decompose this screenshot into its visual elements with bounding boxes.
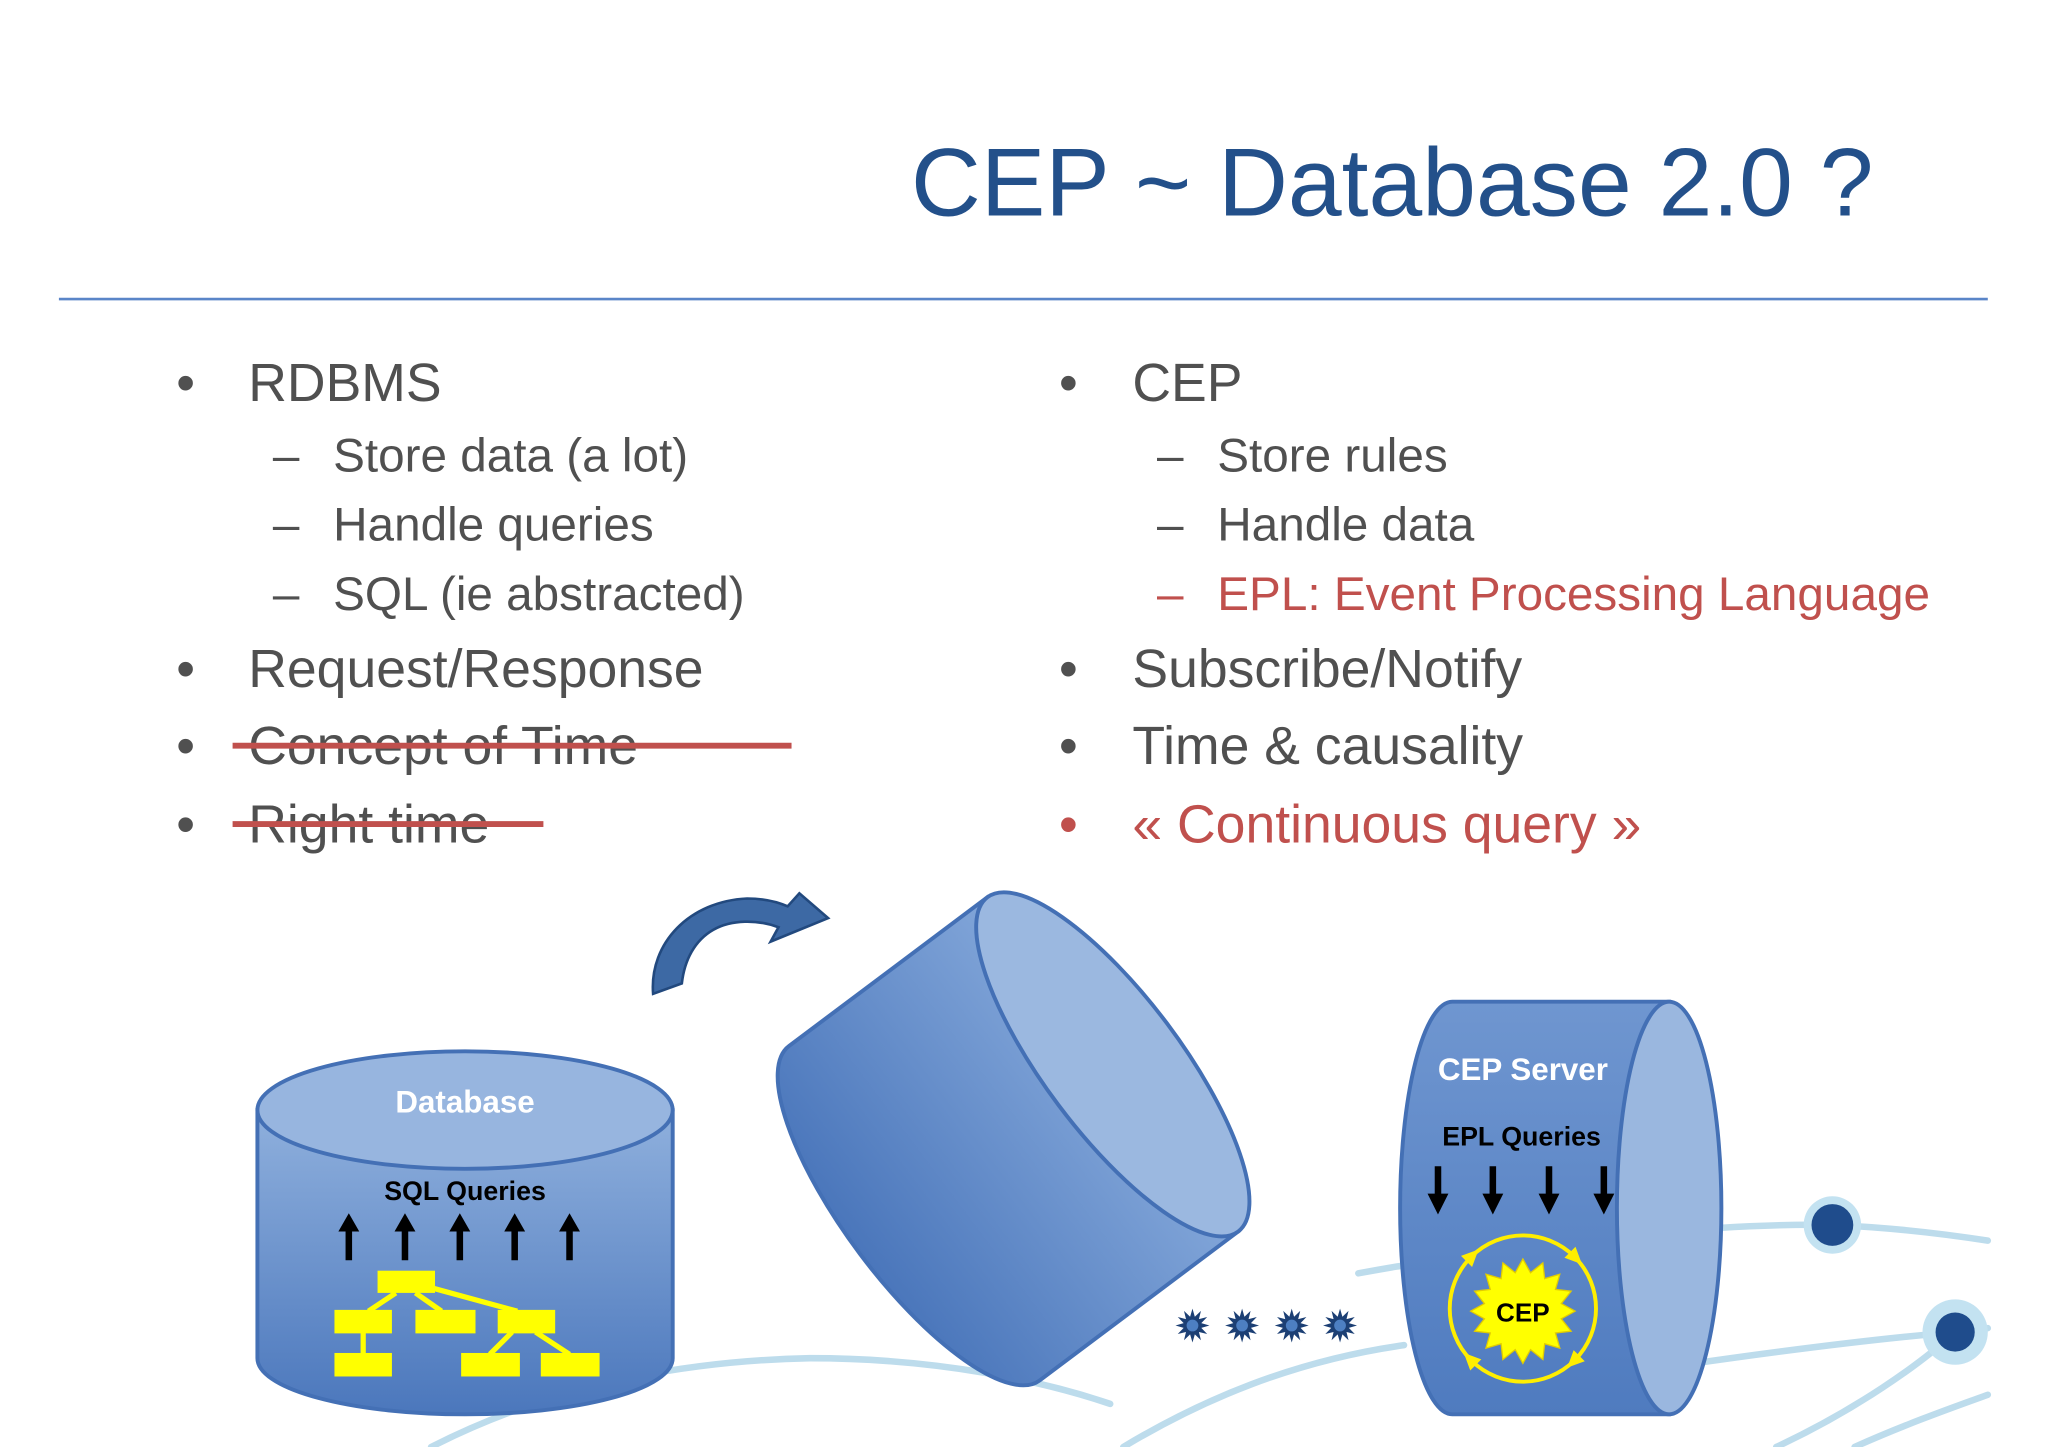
event-burst-icon [1323, 1308, 1358, 1343]
sub-bullet-marker: – [1157, 568, 1184, 621]
bullet-marker: • [176, 717, 195, 776]
bullet-item: • CEP [1059, 354, 1242, 413]
cep-server-label: CEP Server [1438, 1052, 1608, 1087]
sub-bullet-text: Handle queries [333, 499, 654, 552]
sub-bullet-item: – Store rules [1157, 429, 1448, 482]
left-bullet-list: • RDBMS – Store data (a lot) – Handle qu… [176, 354, 792, 854]
network-node-icon [1922, 1299, 1988, 1365]
network-line [1851, 1391, 1992, 1447]
tree-node [497, 1309, 556, 1334]
network-node-icon [1803, 1196, 1862, 1254]
bullet-marker: • [176, 795, 195, 854]
bullet-marker: • [1059, 717, 1078, 776]
sub-bullet-item: – Handle data [1157, 499, 1475, 552]
tree-link [413, 1290, 444, 1314]
sql-queries-label: SQL Queries [384, 1176, 546, 1206]
event-stream [1175, 1308, 1358, 1343]
bullet-text: Time & causality [1132, 717, 1523, 776]
tilted-cylinder-cap [974, 890, 1252, 1239]
sub-bullet-item: – Store data (a lot) [273, 429, 688, 482]
tree-node [334, 1309, 392, 1334]
right-bullet-list: • CEP – Store rules – Handle data – EPL:… [1059, 354, 1930, 854]
sub-bullet-text: EPL: Event Processing Language [1217, 568, 1930, 621]
slide-header: CEP ~ Database 2.0 ? [58, 129, 1988, 301]
bullet-item: • Subscribe/Notify [1059, 640, 1522, 699]
event-burst-icon [1175, 1308, 1210, 1343]
tree-node [540, 1352, 600, 1377]
tilted-cylinder [775, 890, 1252, 1388]
network-node-dot [1935, 1312, 1975, 1352]
sub-bullet-marker: – [273, 429, 300, 482]
cep-server-cylinder: CEP Server EPL Queries CEP [1398, 999, 1724, 1417]
database-cylinder-top [255, 1049, 675, 1171]
sub-bullet-item: – Handle queries [273, 499, 654, 552]
cep-cycle-ring [1447, 1233, 1598, 1384]
sub-bullet-text: Handle data [1217, 499, 1475, 552]
event-burst-icon [1274, 1308, 1309, 1343]
event-burst-icon [1225, 1308, 1260, 1343]
bullet-marker: • [176, 354, 195, 413]
bullet-text: « Continuous query » [1132, 795, 1641, 854]
sub-bullet-text: Store data (a lot) [333, 429, 688, 482]
bullet-item: • Request/Response [176, 640, 703, 699]
bullet-marker: • [1059, 640, 1078, 699]
database-label: Database [395, 1085, 534, 1120]
event-burst-core [1236, 1319, 1248, 1332]
cep-starburst [1469, 1257, 1577, 1365]
tree-node [461, 1352, 520, 1377]
bullet-text: Request/Response [248, 640, 703, 699]
bullet-item-struck: • Right time [176, 795, 544, 854]
sub-bullet-marker: – [1157, 499, 1184, 552]
bullet-item: • Time & causality [1059, 717, 1523, 776]
bullet-item-highlighted: • « Continuous query » [1059, 795, 1641, 854]
sub-bullet-marker: – [273, 499, 300, 552]
tree-link [534, 1329, 571, 1357]
sub-bullet-marker: – [273, 568, 300, 621]
cep-server-cylinder-body [1398, 999, 1672, 1417]
curved-arrow-icon [651, 891, 831, 996]
tree-link [488, 1330, 514, 1357]
cep-engine-label: CEP [1496, 1298, 1550, 1328]
tree-node [377, 1270, 436, 1293]
tree-link [430, 1285, 518, 1314]
sub-bullet-text: SQL (ie abstracted) [333, 568, 744, 621]
event-burst-core [1285, 1319, 1298, 1332]
cep-server-cylinder-cap [1614, 999, 1724, 1417]
epl-queries-label: EPL Queries [1442, 1121, 1601, 1151]
bullet-item: • RDBMS [176, 354, 441, 413]
bullet-item-struck: • Concept of Time [176, 717, 792, 776]
cep-engine-icon: CEP [1447, 1233, 1598, 1384]
bullet-text: RDBMS [248, 354, 441, 413]
bullet-marker: • [176, 640, 195, 699]
sub-bullet-item-highlighted: – EPL: Event Processing Language [1157, 568, 1930, 621]
bullet-text: CEP [1132, 354, 1242, 413]
event-burst-core [1186, 1319, 1199, 1332]
event-burst-core [1334, 1319, 1346, 1332]
bullet-marker: • [1059, 795, 1078, 854]
tree-node [415, 1309, 476, 1334]
network-nodes [1803, 1196, 1988, 1365]
sub-bullet-marker: – [1157, 429, 1184, 482]
query-tree-icon [334, 1270, 600, 1377]
network-line [1119, 1341, 1408, 1447]
database-cylinder: Database SQL Queries [255, 1049, 675, 1417]
bullet-text: Subscribe/Notify [1132, 640, 1522, 699]
sub-bullet-item: – SQL (ie abstracted) [273, 568, 745, 621]
tree-node [334, 1352, 392, 1377]
slide-title: CEP ~ Database 2.0 ? [911, 129, 1873, 236]
tilted-cylinder-body [775, 894, 1241, 1388]
sub-bullet-text: Store rules [1217, 429, 1447, 482]
bullet-marker: • [1059, 354, 1078, 413]
network-node-dot [1811, 1204, 1854, 1246]
tree-link [366, 1290, 398, 1314]
